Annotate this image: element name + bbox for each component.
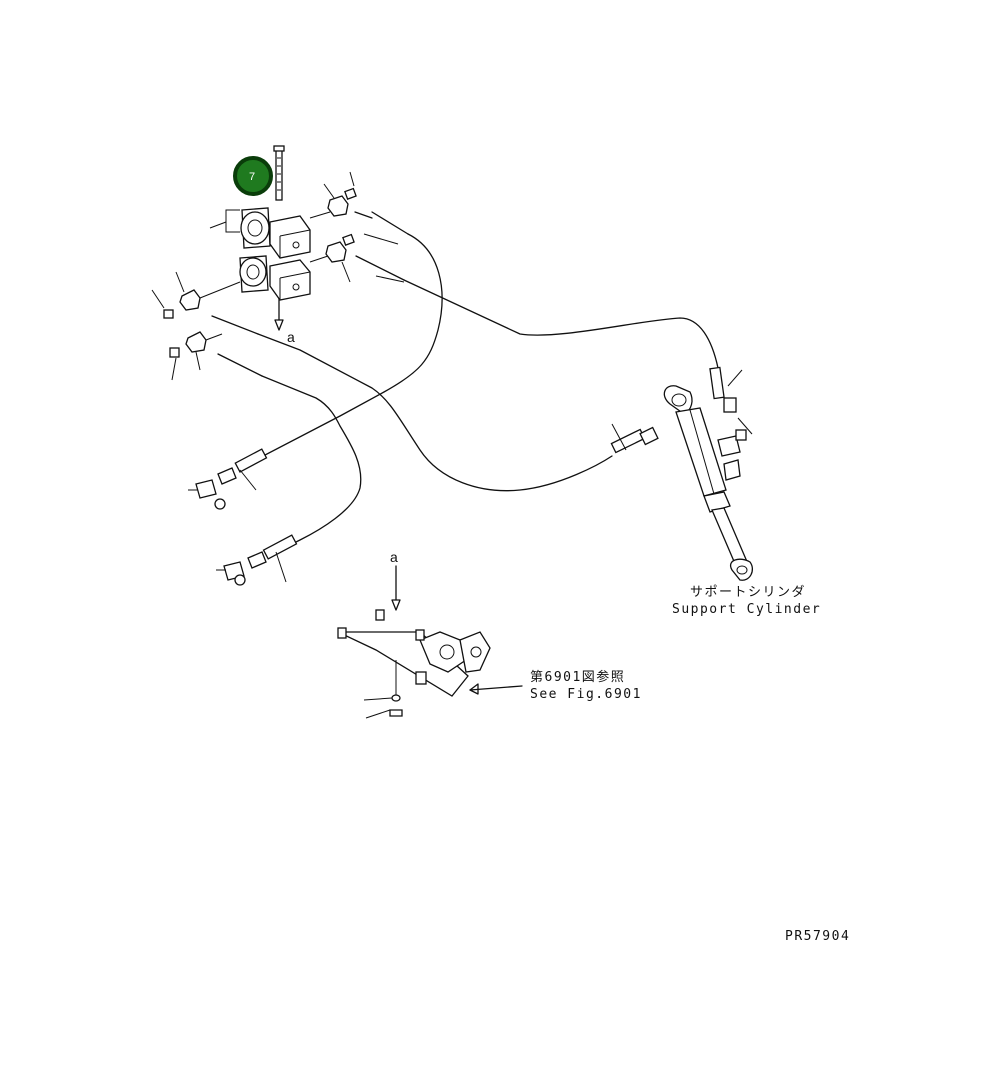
elbow-fitting-lower-right [309,233,355,283]
support-cylinder [663,385,754,581]
figure-reference-english: See Fig.6901 [530,687,642,702]
elbow-fitting-left-upper [151,271,241,319]
valve-group-leader [209,209,240,233]
reference-marker-bottom: a [390,549,398,565]
hose-1 [217,211,443,485]
cylinder-label-english: Support Cylinder [672,602,821,617]
figure-reference-japanese: 第6901図参照 [530,669,625,685]
callout-number: 7 [249,171,255,183]
reference-marker-top: a [287,329,295,345]
hose-3 [211,315,659,492]
callout-badge-circle [233,156,273,196]
hose-end-fitting-upper-left [188,469,257,510]
drawing-number: PR57904 [785,929,850,944]
hose-leaders [363,233,753,451]
hose-4 [217,353,362,569]
callout-badge[interactable]: 7 [233,156,273,196]
hose-end-fitting-lower-left [216,551,287,586]
solenoid-valve-upper [240,207,311,259]
hose-2 [355,255,737,413]
elbow-fitting-upper-right [309,171,357,219]
elbow-fitting-left-lower [169,331,223,381]
mounting-bracket-assembly [337,565,523,719]
cylinder-label-japanese: サポートシリンダ [690,585,806,600]
solenoid-valve-lower [239,255,311,301]
